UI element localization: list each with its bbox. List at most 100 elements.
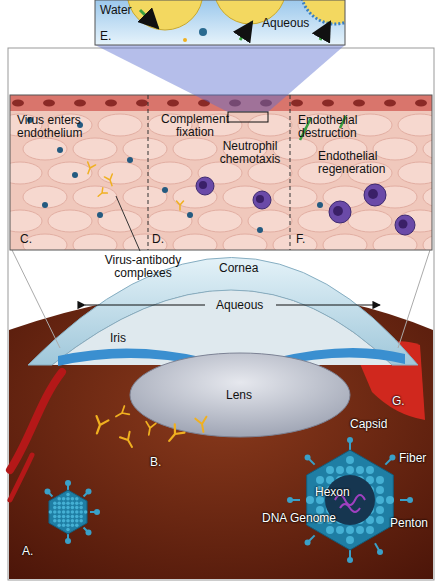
tissue-cell: [198, 210, 242, 232]
hexon: [75, 515, 79, 519]
hexon: [71, 519, 75, 523]
hexon: [75, 523, 79, 527]
hexon: [376, 506, 384, 514]
neutrophil-nucleus: [199, 181, 207, 189]
part-label: Capsid: [350, 418, 387, 431]
tissue-cell: [323, 234, 367, 250]
neutrophil-nucleus: [256, 195, 264, 203]
tissue-cell: [423, 234, 432, 250]
hexon: [79, 515, 83, 519]
tissue-cell: [48, 210, 92, 232]
fiber-knob: [65, 480, 71, 486]
hexon: [62, 510, 66, 514]
label: Lens: [226, 389, 252, 402]
neutrophil-nucleus: [333, 206, 343, 216]
hexon: [71, 497, 75, 501]
callout-letter: A.: [22, 545, 33, 558]
hexon: [346, 536, 354, 544]
hexon: [62, 523, 66, 527]
blood-vessel: [10, 455, 32, 500]
cells: [27, 116, 415, 235]
tissue-cell: [123, 138, 167, 160]
zoom-box: [228, 112, 268, 122]
hexon: [346, 456, 354, 464]
hexon: [66, 497, 70, 501]
hexon: [79, 506, 83, 510]
virus: [187, 212, 193, 218]
tissue-cell: [23, 138, 67, 160]
hexon: [66, 528, 70, 532]
cornea: [28, 258, 418, 366]
hexon: [71, 523, 75, 527]
virus: [127, 157, 133, 163]
antibody: [91, 416, 108, 436]
hexon: [62, 519, 66, 523]
water-arrow: [240, 22, 252, 40]
virus: [317, 202, 323, 208]
antibody: [183, 38, 187, 42]
nucleus: [353, 100, 365, 107]
hexon: [336, 526, 344, 534]
frame: [8, 48, 434, 580]
tissue-cell: [98, 114, 142, 136]
hexon: [75, 497, 79, 501]
antibody: [104, 174, 116, 187]
label: Complement fixation: [152, 113, 238, 139]
tissue-cell: [148, 162, 192, 184]
tissue-cell: [173, 234, 217, 250]
divider: [290, 95, 291, 250]
hexon: [57, 501, 61, 505]
tissue-cell: [10, 162, 42, 184]
nucleus: [12, 100, 24, 107]
tissue-cell: [123, 186, 167, 208]
neutrophil: [395, 215, 415, 235]
hexon: [53, 501, 57, 505]
fiber-knob: [94, 509, 100, 515]
dna-genome: [340, 504, 360, 512]
tissue-cells: [10, 114, 432, 250]
antibody: [120, 432, 137, 450]
hexon: [75, 510, 79, 514]
neutrophil: [329, 201, 351, 223]
hexon: [66, 519, 70, 523]
hexon: [326, 526, 334, 534]
tissue-cell: [423, 186, 432, 208]
hexon: [71, 506, 75, 510]
hexon: [386, 496, 394, 504]
nucleus: [43, 100, 55, 107]
hexon: [366, 526, 374, 534]
nucleus: [291, 100, 303, 107]
nucleus: [322, 100, 334, 107]
virus: [57, 147, 63, 153]
inset-panel: [10, 95, 432, 250]
label: Virus-antibody complexes: [88, 254, 198, 280]
nucleus: [136, 100, 148, 107]
hexon: [53, 515, 57, 519]
tissue-cell: [98, 210, 142, 232]
nucleus: [384, 100, 396, 107]
antibody: [177, 201, 184, 210]
hexon: [62, 497, 66, 501]
panel-letter: D.: [152, 233, 164, 246]
fiber-knob: [389, 455, 395, 461]
panel-border: [10, 95, 432, 250]
hexon: [346, 526, 354, 534]
fiber-knob: [44, 488, 50, 494]
hexon: [66, 515, 70, 519]
antibody: [96, 188, 107, 199]
cell: [127, 0, 203, 30]
hexon: [57, 523, 61, 527]
hexon: [53, 519, 57, 523]
capsid: [307, 450, 394, 550]
hexon: [376, 486, 384, 494]
hexon: [71, 501, 75, 505]
hexon: [376, 496, 384, 504]
tissue-cell: [248, 114, 292, 136]
neutrophil-nucleus: [368, 189, 378, 199]
panel-letter: E.: [100, 30, 111, 43]
tissue-cell: [223, 234, 267, 250]
tissue-cell: [148, 210, 192, 232]
part-label: DNA Genome: [262, 512, 336, 525]
